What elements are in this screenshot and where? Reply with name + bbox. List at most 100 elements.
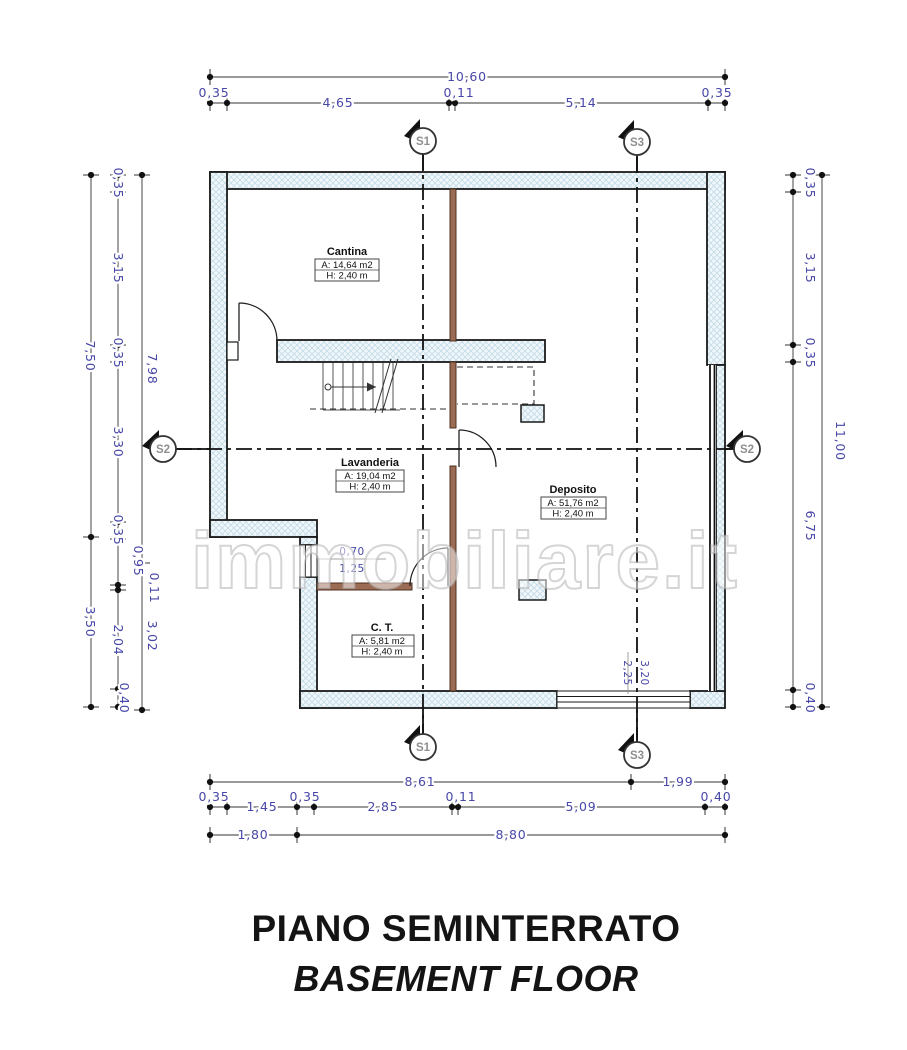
room-area: A: 51,76 m2 (547, 498, 598, 509)
window-sill-label: 1,25 (339, 563, 364, 575)
section-label: S1 (416, 742, 431, 754)
section-marker-s1-bottom: S1 (404, 710, 437, 761)
dashed-overhead-lines (310, 366, 535, 410)
doors (238, 302, 497, 587)
dim-label: 0,35 (198, 85, 229, 100)
room-name: Deposito (549, 484, 596, 496)
dim-label: 3,15 (803, 252, 818, 283)
room-height: H: 2,40 m (552, 509, 593, 520)
dim-label: 2,04 (111, 624, 126, 655)
plan-title-english: BASEMENT FLOOR (294, 958, 639, 999)
dim-label: 0,35 (111, 167, 126, 198)
window-sill-label: 3,20 (638, 660, 650, 685)
dim-label: 6,75 (803, 510, 818, 541)
window-annotations: 0,70 1,25 2,25 3,20 (318, 545, 652, 694)
dim-label: 8,61 (404, 774, 435, 789)
partition-walls (316, 188, 457, 692)
wall-interior (276, 339, 546, 363)
plan-title-italian: PIANO SEMINTERRATO (251, 908, 680, 949)
dim-label: 0,40 (803, 682, 818, 713)
dim-label: 0,35 (803, 337, 818, 368)
dim-label: 0,11 (443, 85, 474, 100)
pillar-lower (518, 579, 547, 601)
dim-label: 1,45 (246, 799, 277, 814)
room-area: A: 5,81 m2 (359, 636, 405, 647)
section-marker-s1-top: S1 (404, 119, 437, 171)
wall-step (209, 519, 318, 538)
wall-bottom-left (299, 690, 558, 709)
door-jamb-stub (226, 341, 239, 361)
dim-label: 3,15 (111, 252, 126, 283)
stairs (322, 358, 400, 414)
room-name: C. T. (371, 622, 394, 634)
wall-left-upper (209, 171, 228, 538)
window-width-label: 2,25 (621, 660, 633, 685)
dim-label: 7,50 (83, 340, 98, 371)
right-glazed-band (708, 365, 716, 691)
dim-label: 1,99 (662, 774, 693, 789)
dim-label: 0,11 (147, 572, 162, 603)
window-left (299, 544, 318, 578)
partition-horizontal-ct (316, 582, 413, 591)
section-marker-s2-left: S2 (142, 430, 210, 463)
room-name: Cantina (327, 246, 368, 258)
room-name: Lavanderia (341, 457, 400, 469)
section-label: S2 (156, 444, 170, 456)
wall-bottom-right (689, 690, 726, 709)
room-label-lavanderia: Lavanderia A: 19,04 m2 H: 2,40 m (335, 457, 405, 493)
room-area: A: 19,04 m2 (344, 471, 395, 482)
room-area: A: 14,64 m2 (321, 260, 372, 271)
section-markers: S1 S3 S1 S3 S2 (142, 119, 761, 769)
dim-label: 5,09 (565, 799, 596, 814)
dim-label: 0,11 (445, 789, 476, 804)
exterior-walls (209, 171, 726, 709)
dim-label: 0,40 (117, 682, 132, 713)
section-marker-s2-right: S2 (725, 430, 761, 463)
section-marker-s3-top: S3 (618, 120, 651, 173)
pillar-upper (520, 404, 545, 423)
watermark: immobiliare.it (191, 516, 739, 605)
dim-label: 4,65 (322, 95, 353, 110)
section-label: S2 (740, 444, 754, 456)
dim-label: 7,98 (145, 353, 160, 384)
dimension-lines (83, 69, 830, 843)
section-label: S1 (416, 136, 431, 148)
dim-label: 0,35 (803, 167, 818, 198)
section-lines (176, 154, 733, 740)
room-height: H: 2,40 m (326, 271, 367, 282)
dimension-labels: 10,60 0,35 4,65 0,11 5,14 0,35 8,61 1,99… (81, 67, 851, 845)
section-label: S3 (630, 137, 644, 149)
dim-label: 3,02 (145, 620, 160, 651)
dim-top-total: 10,60 (447, 69, 487, 84)
stair-start-circle (324, 383, 332, 391)
dim-label: 5,14 (565, 95, 596, 110)
partition-vertical-2 (449, 361, 457, 429)
pillars (518, 404, 547, 601)
dim-label: 0,35 (701, 85, 732, 100)
door-cantina (238, 302, 278, 342)
dim-label: 0,95 (131, 545, 146, 576)
room-height: H: 2,40 m (361, 647, 402, 658)
room-label-cantina: Cantina A: 14,64 m2 H: 2,40 m (314, 246, 380, 282)
dim-label: 0,40 (700, 789, 731, 804)
dim-label: 11,00 (833, 421, 848, 461)
room-label-deposito: Deposito A: 51,76 m2 H: 2,40 m (540, 484, 607, 520)
door-ct (409, 547, 449, 587)
dim-label: 3,50 (83, 606, 98, 637)
section-marker-s3-bottom: S3 (618, 710, 651, 769)
dim-label: 0,35 (111, 337, 126, 368)
dim-label: 2,85 (367, 799, 398, 814)
wall-right-upper (706, 171, 726, 366)
dim-label: 0,35 (111, 514, 126, 545)
dim-label: 1,80 (237, 827, 268, 842)
room-label-ct: C. T. A: 5,81 m2 H: 2,40 m (351, 622, 415, 658)
dim-label: 3,30 (111, 426, 126, 457)
section-label: S3 (630, 750, 644, 762)
dim-label: 0,35 (289, 789, 320, 804)
partition-vertical-1 (449, 188, 457, 342)
room-labels: Cantina A: 14,64 m2 H: 2,40 m Lavanderia… (314, 246, 607, 658)
dim-label: 0,35 (198, 789, 229, 804)
partition-vertical-3 (449, 465, 457, 692)
dim-label: 8,80 (495, 827, 526, 842)
